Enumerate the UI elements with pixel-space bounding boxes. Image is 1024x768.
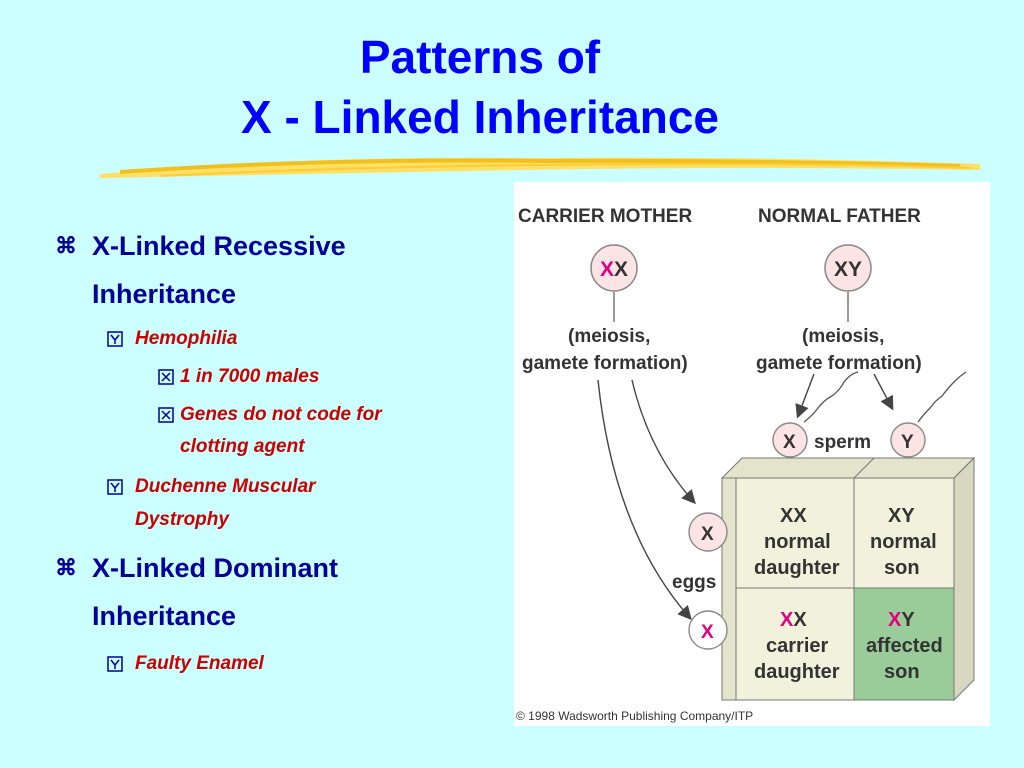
genes-text-line1: Genes do not code for — [180, 404, 382, 425]
title-line-2: X - Linked Inheritance — [241, 91, 719, 143]
egg-normal-circle — [688, 512, 728, 552]
y-box-bullet-icon — [107, 656, 123, 672]
inheritance-diagram: CARRIER MOTHER NORMAL FATHER XX XY (meio… — [514, 182, 990, 726]
cell-xx-normal-daughter — [735, 477, 855, 589]
arrow-mother-to-egg-mutant — [597, 379, 692, 621]
duchenne-text-line1: Duchenne Muscular — [135, 476, 316, 497]
cell4-line2: son — [884, 661, 920, 683]
cell3-line2: daughter — [754, 661, 840, 683]
command-bullet-icon: ⌘ — [55, 555, 77, 580]
cell2-line2: son — [884, 557, 920, 579]
sperm-y-text: Y — [901, 432, 914, 453]
cell2-genotype: XY — [888, 505, 915, 527]
egg-mutant-circle — [688, 610, 728, 650]
punnett-left-edge — [721, 477, 737, 701]
bullet-dominant-line2: Inheritance — [92, 601, 237, 631]
eggs-label: eggs — [672, 572, 716, 593]
father-meiosis-line1: (meiosis, — [802, 326, 884, 347]
sperm-label: sperm — [814, 432, 871, 453]
punnett-top-face — [720, 457, 976, 479]
enamel-text: Faulty Enamel — [135, 653, 264, 674]
arrow-mother-to-egg-x — [631, 379, 696, 505]
father-meiosis-line2: gamete formation) — [756, 353, 922, 374]
cell4-genotype: XY — [888, 609, 915, 631]
cell-affected-son — [853, 587, 955, 701]
sperm-x-text: X — [783, 432, 796, 453]
mother-label: CARRIER MOTHER — [518, 206, 692, 227]
cell-xy-normal-son — [853, 477, 955, 589]
father-circle — [824, 244, 872, 292]
cell1-line2: daughter — [754, 557, 840, 579]
father-label: NORMAL FATHER — [758, 206, 921, 227]
mother-meiosis-line2: gamete formation) — [522, 353, 688, 374]
mother-x-mutant: X — [600, 258, 614, 281]
cell4-line1: affected — [866, 635, 943, 657]
stat-text: 1 in 7000 males — [180, 366, 320, 387]
cell3-line1: carrier — [766, 635, 828, 657]
egg-mutant-text: X — [701, 622, 714, 643]
punnett-side-face — [953, 456, 975, 702]
mother-circle — [590, 244, 638, 292]
father-genotype: XY — [834, 258, 862, 281]
egg-normal-text: X — [701, 524, 714, 545]
cell3-x-normal: X — [793, 609, 807, 631]
title-line-1: Patterns of — [359, 31, 601, 83]
bullet-dominant-line1: X-Linked Dominant — [92, 553, 339, 583]
arrow-father-to-sperm-x — [795, 373, 815, 419]
sperm-y-tail — [917, 371, 967, 423]
mother-meiosis-line1: (meiosis, — [568, 326, 650, 347]
cell3-x-mutant: X — [780, 609, 794, 631]
mother-genotype: XX — [600, 258, 628, 281]
bullet-recessive-line1: X-Linked Recessive — [92, 231, 346, 261]
cell1-line1: normal — [764, 531, 831, 553]
hemophilia-text: Hemophilia — [135, 328, 238, 349]
x-box-bullet-icon — [158, 407, 174, 423]
cell4-x-mutant: X — [888, 609, 902, 631]
yellow-brush-stroke — [100, 157, 980, 178]
y-box-bullet-icon — [107, 331, 123, 347]
cell3-genotype: XX — [780, 609, 807, 631]
sperm-y-circle — [890, 422, 926, 458]
bullet-recessive-line2: Inheritance — [92, 279, 237, 309]
cell4-y: Y — [901, 609, 915, 631]
arrow-father-to-sperm-y — [873, 373, 894, 411]
sperm-x-tail — [803, 371, 859, 423]
mother-x-normal: X — [614, 258, 628, 281]
punnett-square-figure: CARRIER MOTHER NORMAL FATHER XX XY (meio… — [516, 206, 976, 723]
y-box-bullet-icon — [107, 479, 123, 495]
cell-carrier-daughter — [735, 587, 855, 701]
cell1-genotype: XX — [780, 505, 807, 527]
duchenne-text-line2: Dystrophy — [135, 509, 229, 530]
genes-text-line2: clotting agent — [180, 436, 305, 457]
copyright-text: © 1998 Wadsworth Publishing Company/ITP — [516, 709, 753, 723]
sperm-x-circle — [772, 422, 808, 458]
command-bullet-icon: ⌘ — [55, 233, 77, 258]
x-box-bullet-icon — [158, 369, 174, 385]
cell2-line1: normal — [870, 531, 937, 553]
